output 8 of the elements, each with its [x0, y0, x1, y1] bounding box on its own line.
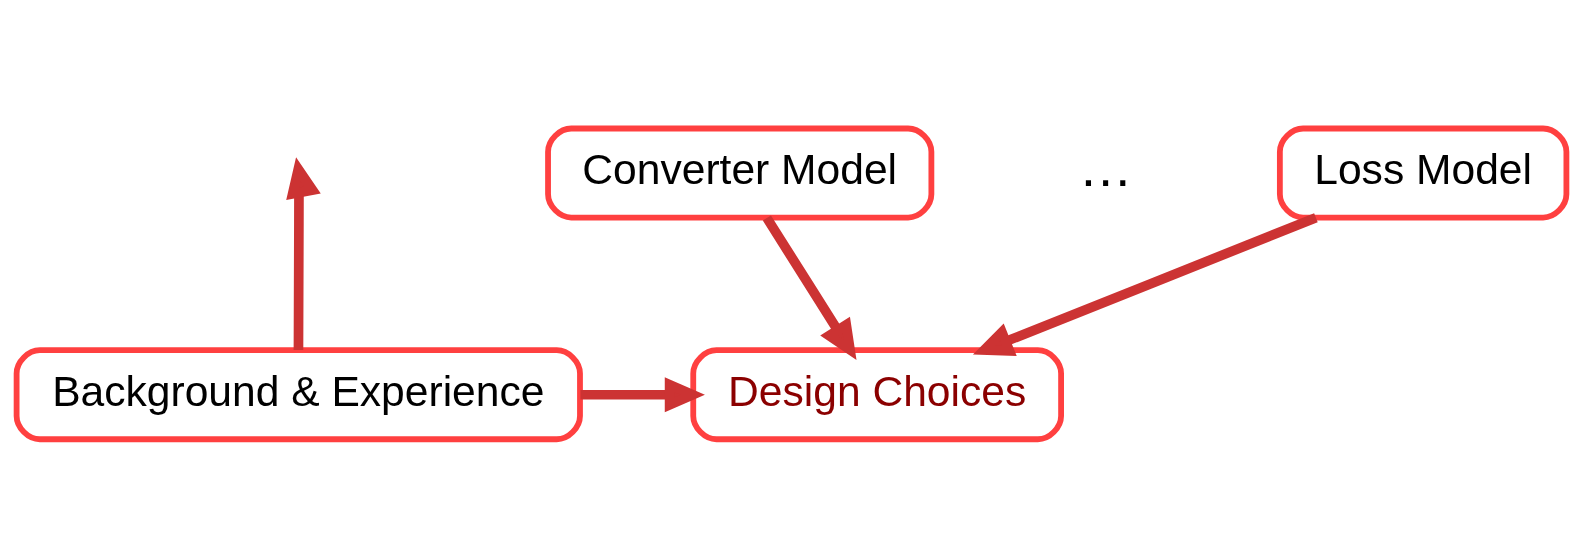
node-box: Loss Model [1276, 125, 1570, 220]
node-box: Converter Model [545, 125, 935, 220]
arrow [580, 376, 705, 412]
arrow [972, 212, 1318, 356]
label: … [1078, 136, 1133, 197]
node-box: Design Choices [690, 346, 1064, 442]
arrow [762, 214, 857, 360]
node-box: Background & Experience [13, 346, 583, 442]
